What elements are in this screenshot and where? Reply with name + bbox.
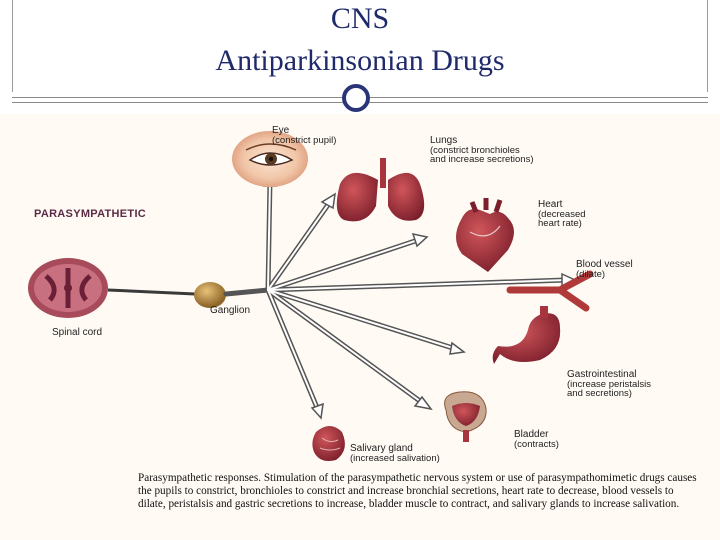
label-lungs: Lungs bbox=[430, 135, 458, 146]
label-salivary-gland: Salivary gland bbox=[350, 443, 413, 454]
label-gi-effect-1: (increase peristalsis bbox=[567, 379, 651, 390]
bladder-icon bbox=[444, 391, 487, 442]
label-lungs-effect-1: (constrict bronchioles bbox=[430, 145, 520, 156]
label-bladder: Bladder bbox=[514, 429, 549, 440]
spinal-cord-icon bbox=[28, 258, 108, 318]
blood-vessel-icon bbox=[506, 270, 594, 312]
ganglion-icon bbox=[194, 282, 226, 308]
title-frame bbox=[12, 0, 708, 92]
label-heart: Heart bbox=[538, 199, 563, 210]
figure-caption: Parasympathetic responses. Stimulation o… bbox=[138, 472, 697, 510]
label-blood-vessel: Blood vessel bbox=[576, 259, 633, 270]
parasympathetic-heading: PARASYMPATHETIC bbox=[34, 208, 147, 220]
label-salivary-effect: (increased salivation) bbox=[350, 453, 440, 464]
preganglionic-nerve bbox=[107, 288, 196, 296]
label-spinal-cord: Spinal cord bbox=[52, 327, 103, 338]
label-eye: Eye bbox=[272, 125, 290, 136]
label-lungs-effect-2: and increase secretions) bbox=[430, 154, 534, 165]
ring-ornament-icon bbox=[342, 84, 370, 112]
slide-title-line-2: Antiparkinsonian Drugs bbox=[215, 44, 505, 77]
lungs-icon bbox=[336, 158, 425, 222]
label-ganglion: Ganglion bbox=[210, 305, 251, 316]
label-bladder-effect: (contracts) bbox=[514, 439, 559, 450]
heart-icon bbox=[456, 198, 514, 272]
stomach-icon bbox=[492, 306, 561, 364]
label-heart-effect-2: heart rate) bbox=[538, 218, 582, 229]
label-blood-vessel-effect: (dilate) bbox=[576, 269, 606, 280]
label-eye-effect: (constrict pupil) bbox=[272, 135, 337, 146]
salivary-gland-icon bbox=[312, 426, 345, 461]
slide-title-line-1: CNS bbox=[330, 2, 390, 35]
label-gi-effect-2: and secretions) bbox=[567, 388, 632, 399]
parasympathetic-figure: PARASYMPATHETIC Eye (constrict pupil) Lu… bbox=[0, 114, 720, 540]
label-heart-effect-1: (decreased bbox=[538, 209, 586, 220]
label-gastrointestinal: Gastrointestinal bbox=[567, 369, 637, 380]
figure-artwork bbox=[28, 131, 594, 461]
eye-icon bbox=[232, 131, 308, 187]
